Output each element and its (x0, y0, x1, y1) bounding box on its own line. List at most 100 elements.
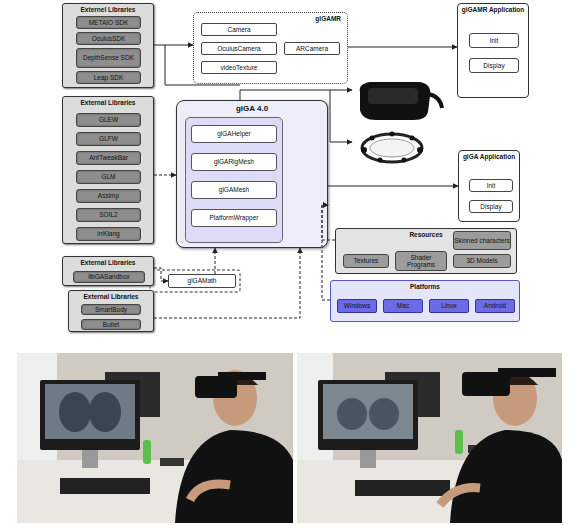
container-box: Externel LibrariesMETAIO SDK OculusSDK Dep… (62, 3, 154, 88)
component-box: Display (469, 58, 519, 73)
component-box: Textures (343, 254, 389, 268)
component-box: ARCamera (284, 42, 340, 55)
component-box: Display (469, 200, 513, 213)
component-box: irrKlang (76, 227, 141, 241)
node-label: glGAMath (188, 277, 217, 284)
headset-illustration (360, 82, 442, 120)
node-label: OculusSDK (92, 35, 126, 42)
node-label: Display (480, 203, 501, 210)
dependency-arrow (154, 175, 176, 176)
component-box: GLEW (76, 113, 141, 127)
node-label: glGARigMesh (214, 158, 254, 165)
node-heading: External Libraries (63, 99, 153, 106)
component-box: METAIO SDK (76, 16, 141, 29)
container-box: ResourcesSkinned charactersTexturesShade… (335, 228, 517, 274)
dependency-arrow (322, 205, 335, 240)
component-box: SmartBody (81, 304, 141, 315)
component-box: GLFW (76, 132, 141, 146)
node-label: Init (490, 37, 499, 44)
container-box: glGAMR ApplicationInitDisplay (457, 3, 529, 98)
node-label: glGAMesh (219, 186, 249, 193)
component-box: libGASandbox (73, 271, 145, 283)
container-box: PlatformsWindows Mac Linux Android (330, 280, 520, 322)
node-label: Leap SDK (94, 74, 124, 81)
node-label: Android (484, 302, 506, 309)
node-heading: External Libraries (69, 293, 153, 300)
component-box: Camera (201, 23, 277, 36)
component-box: OculusSDK (76, 32, 141, 45)
node-label: videoTexture (221, 64, 258, 71)
component-box: Assimp (76, 189, 141, 203)
node-label: METAIO SDK (89, 19, 129, 26)
component-box: Windows (337, 299, 377, 313)
node-label: AntTweakBar (89, 154, 128, 161)
container-box: External LibrariesSmartBodyBullet (68, 290, 154, 332)
node-heading: External Libraries (63, 259, 153, 266)
node-label: Init (487, 182, 496, 189)
component-box: glGAHelper (191, 125, 277, 143)
component-box: AntTweakBar (76, 151, 141, 165)
dependency-arrow (215, 248, 216, 274)
component-box: SOIL2 (76, 208, 141, 222)
node-label: irrKlang (97, 230, 119, 237)
component-box: DepthSense SDK (76, 48, 141, 68)
component-box: videoTexture (201, 61, 277, 74)
node-label: DepthSense SDK (83, 54, 134, 61)
component-box: Mac (383, 299, 423, 313)
node-label: Display (483, 62, 504, 69)
photo-left (17, 353, 293, 523)
node-label: Linux (441, 302, 457, 309)
node-label: glGAHelper (217, 130, 251, 137)
component-box: Bullet (81, 319, 141, 330)
container-box: glGAMRCameraOculusCameraARCameravideoTex… (193, 12, 348, 84)
container-box: glGA 4.0 glGAHelper glGARigMesh glGAMeshPla… (176, 100, 328, 248)
component-box: glGARigMesh (191, 153, 277, 171)
node-label: Bullet (103, 321, 119, 328)
dependency-arrow (322, 205, 330, 300)
dependency-arrow (348, 47, 457, 48)
component-box: Linux (429, 299, 469, 313)
node-label: GLEW (99, 116, 118, 123)
node-label: PlatformWrapper (209, 214, 258, 221)
component-box: Android (475, 299, 515, 313)
dependency-arrow (154, 45, 193, 46)
component-box: GLM (76, 170, 141, 184)
component-box: Shader Programs (395, 251, 447, 271)
node-heading: glGA 4.0 (177, 105, 327, 114)
component-box: 3D Models (453, 254, 511, 268)
node-label: Shader Programs (396, 254, 446, 268)
node-heading: glGAMR Application (458, 6, 528, 13)
node-label: SmartBody (95, 306, 127, 313)
component-box: Leap SDK (76, 71, 141, 84)
device-line (240, 90, 352, 100)
node-label: GLFW (99, 135, 118, 142)
component-box: glGAMath (168, 274, 236, 288)
node-heading: Externel Libraries (63, 6, 153, 13)
container-box: External LibrariesGLEW GLFW AntTweakBarGLM… (62, 96, 154, 244)
component-box: Skinned characters (453, 231, 511, 250)
node-label: Textures (354, 257, 379, 264)
dependency-arrow (328, 186, 458, 187)
sensor-headset-illustration (361, 132, 423, 163)
node-label: Windows (344, 302, 370, 309)
photo-right (297, 353, 562, 523)
component-box: Init (469, 179, 513, 192)
device-line (330, 90, 352, 142)
dependency-arrow (154, 248, 300, 318)
node-label: Camera (227, 26, 250, 33)
container-box: glGA ApplicationInitDisplay (458, 150, 520, 222)
node-label: 3D Models (466, 257, 497, 264)
component-box: Init (469, 33, 519, 48)
node-heading: Platforms (331, 283, 519, 290)
container-box: External Libraries libGASandbox (62, 256, 154, 286)
node-label: Assimp (98, 192, 119, 199)
dependency-arrow (154, 268, 168, 281)
dashed-frame (150, 270, 240, 292)
node-label: GLM (101, 173, 115, 180)
node-label: SOIL2 (99, 211, 117, 218)
node-heading: glGA Application (459, 153, 519, 160)
node-label: libGASandbox (88, 273, 130, 280)
component-box: OculusCamera (201, 42, 277, 55)
